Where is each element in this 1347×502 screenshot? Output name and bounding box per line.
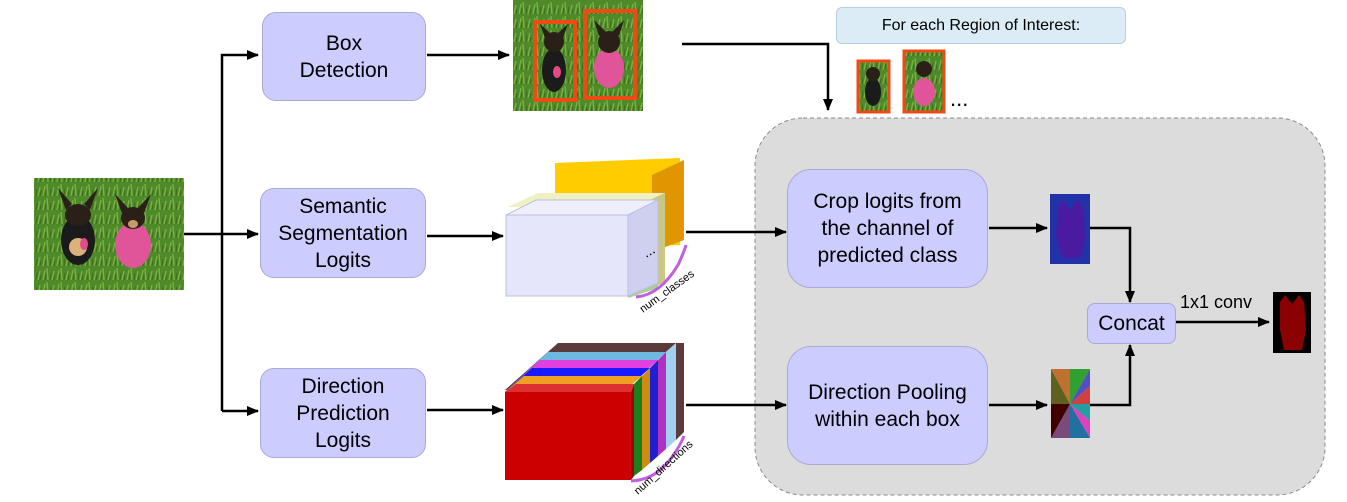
- brace-num-classes: [635, 244, 688, 299]
- class-logit-crop-icon: [1050, 194, 1090, 264]
- semantic-segmentation-node: Semantic Segmentation Logits: [260, 188, 426, 278]
- brace-num-directions: [630, 435, 686, 483]
- bbox-left: [533, 20, 577, 102]
- direction-pooling-crop-icon: [1051, 369, 1090, 438]
- crop-logits-node: Crop logits from the channel of predicte…: [787, 169, 988, 288]
- direction-logits-stack: [505, 343, 684, 480]
- instance-mask-icon: [1273, 292, 1311, 353]
- detected-dogs-photo-icon: [513, 0, 643, 111]
- roi-crop-right-icon: [902, 49, 946, 114]
- box-detection-node: Box Detection: [262, 12, 426, 101]
- roi-crops-ellipsis: ...: [950, 86, 969, 111]
- dogs-photo-icon: [34, 178, 184, 290]
- roi-crop-left-icon: [856, 59, 891, 114]
- roi-note: For each Region of Interest:: [836, 7, 1126, 44]
- conv-label: 1x1 conv: [1180, 292, 1253, 312]
- concat-node: Concat: [1087, 303, 1176, 344]
- semantic-logits-stack: ...: [505, 158, 684, 298]
- bbox-right: [583, 9, 637, 100]
- direction-prediction-node: Direction Prediction Logits: [260, 368, 426, 458]
- direction-pooling-node: Direction Pooling within each box: [787, 346, 988, 465]
